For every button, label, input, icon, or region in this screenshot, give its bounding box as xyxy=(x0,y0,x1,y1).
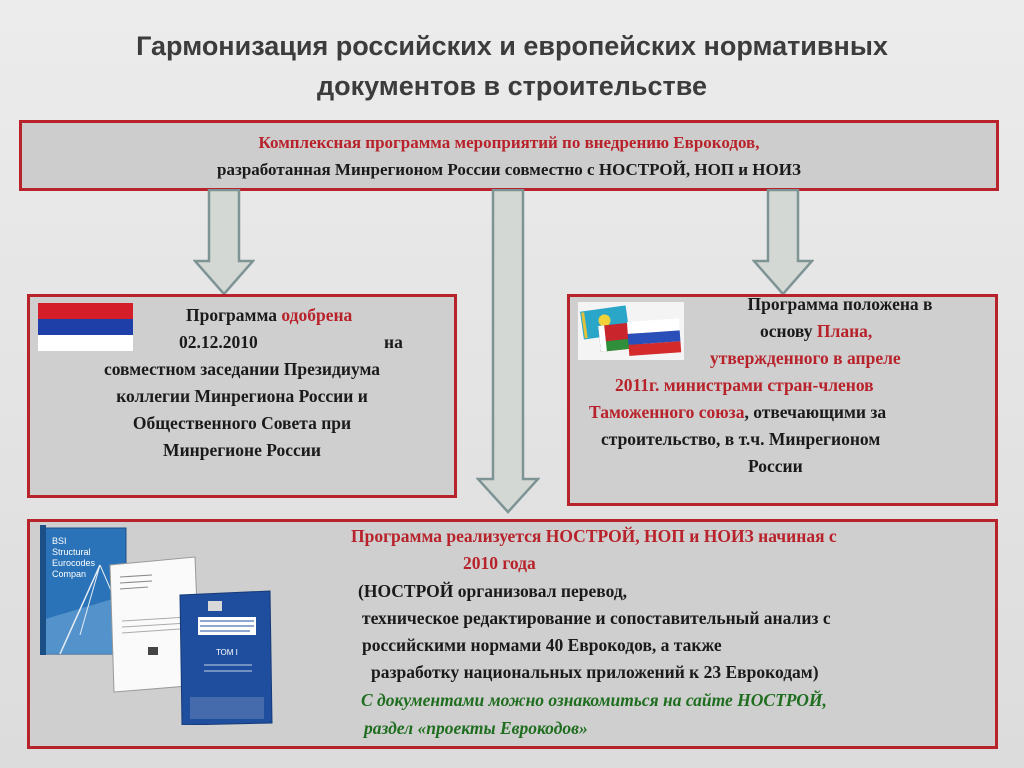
implementation-line-6: разработку национальных приложений к 23 … xyxy=(371,662,819,682)
down-arrow-right-icon xyxy=(752,189,814,296)
customs-union-flags-icon xyxy=(578,302,684,360)
down-arrow-center-icon xyxy=(476,189,540,514)
bsi-text-2: Structural xyxy=(52,547,91,557)
approval-text-on: на xyxy=(384,332,403,352)
approval-line-3: совместном заседании Президиума xyxy=(103,359,381,379)
customs-line-7: России xyxy=(748,456,803,476)
approval-line-4: коллегии Минрегиона России и xyxy=(116,386,368,406)
title-line-1: Гармонизация российских и европейских но… xyxy=(136,31,888,61)
approval-line-6: Минрегионе России xyxy=(163,440,321,460)
approval-line-5: Общественного Совета при xyxy=(132,413,352,433)
eurocode-section-note: раздел «проекты Еврокодов» xyxy=(364,718,588,738)
serbia-flag-icon xyxy=(38,303,133,351)
approval-text-approved: одобрена xyxy=(281,305,353,325)
customs-text-responsible: , отвечающими за xyxy=(744,402,887,422)
top-box-line-1: Комплексная программа мероприятий по вне… xyxy=(258,133,760,152)
implementation-line-3: (НОСТРОЙ организовал перевод, xyxy=(358,581,628,601)
customs-line-3: утвержденного в апреле xyxy=(710,348,901,368)
eurocode-documents-image: BSI Structural Eurocodes Compan ТОМ I xyxy=(40,525,276,726)
customs-text-basis: основу xyxy=(760,321,817,341)
implementation-line-2: 2010 года xyxy=(463,553,536,573)
title-line-2: документов в строительстве xyxy=(317,71,707,101)
customs-line-6: строительство, в т.ч. Минрегионом xyxy=(601,429,881,449)
approval-text-program: Программа xyxy=(186,305,282,325)
top-box-line-2: разработанная Минрегионом России совмест… xyxy=(217,160,801,179)
implementation-line-1: Программа реализуется НОСТРОЙ, НОП и НОИ… xyxy=(351,526,837,546)
approval-date: 02.12.2010 xyxy=(179,332,258,352)
implementation-line-4: техническое редактирование и сопоставите… xyxy=(362,608,831,628)
nostroy-site-note: С документами можно ознакомиться на сайт… xyxy=(361,690,827,710)
customs-text-plan: Плана, xyxy=(816,321,873,341)
customs-line-1: Программа положена в xyxy=(747,294,933,314)
blue-book-volume: ТОМ I xyxy=(216,648,238,657)
bsi-text-3: Eurocodes xyxy=(52,558,96,568)
customs-text-union: Таможенного союза xyxy=(589,402,745,422)
customs-line-4: 2011г. министрами стран-членов xyxy=(615,375,874,395)
implementation-line-5: российскими нормами 40 Еврокодов, а такж… xyxy=(362,635,722,655)
top-program-box: Комплексная программа мероприятий по вне… xyxy=(19,120,999,191)
bsi-text-1: BSI xyxy=(52,536,67,546)
down-arrow-left-icon xyxy=(193,189,255,296)
slide-title: Гармонизация российских и европейских но… xyxy=(60,26,964,106)
bsi-text-4: Compan xyxy=(52,569,86,579)
